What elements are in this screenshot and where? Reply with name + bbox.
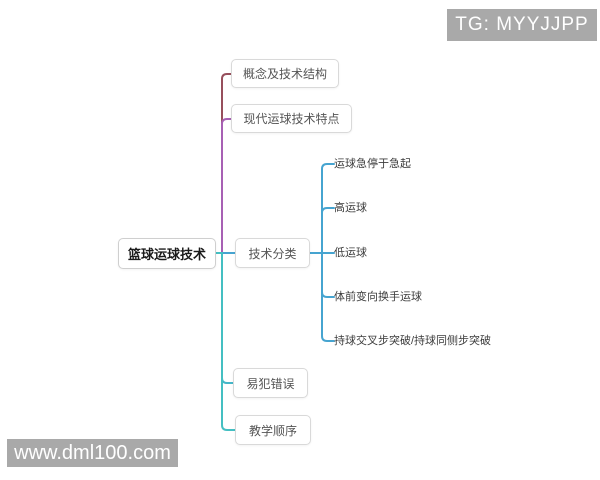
link-child-stop-start: [321, 163, 335, 254]
leaf-node-front-crossover-dribble[interactable]: 体前变向换手运球: [334, 291, 422, 303]
link-child-crossover: [321, 252, 335, 298]
link-branch-modern: [215, 118, 232, 254]
leaf-node-stop-and-start-dribble[interactable]: 运球急停于急起: [334, 158, 411, 170]
branch-node-concept-structure[interactable]: 概念及技术结构: [231, 59, 339, 88]
leaf-node-low-dribble[interactable]: 低运球: [334, 247, 367, 259]
watermark-website: www.dml100.com: [7, 439, 178, 467]
branch-node-classification[interactable]: 技术分类: [235, 238, 310, 268]
link-child-high-dribble: [321, 207, 335, 254]
branch-node-common-mistakes[interactable]: 易犯错误: [233, 368, 308, 398]
branch-node-teaching-order[interactable]: 教学顺序: [235, 415, 311, 445]
root-node-basketball-dribbling[interactable]: 篮球运球技术: [118, 238, 216, 269]
leaf-node-breakthrough-steps[interactable]: 持球交叉步突破/持球同侧步突破: [334, 335, 492, 347]
leaf-node-high-dribble[interactable]: 高运球: [334, 202, 367, 214]
link-branch-teaching: [215, 252, 236, 431]
branch-node-modern-characteristics[interactable]: 现代运球技术特点: [231, 104, 352, 133]
link-child-breakthrough: [321, 252, 335, 342]
link-branch-concept: [215, 73, 232, 254]
watermark-telegram: TG: MYYJJPP: [447, 9, 597, 41]
link-branch-mistakes: [215, 252, 234, 384]
